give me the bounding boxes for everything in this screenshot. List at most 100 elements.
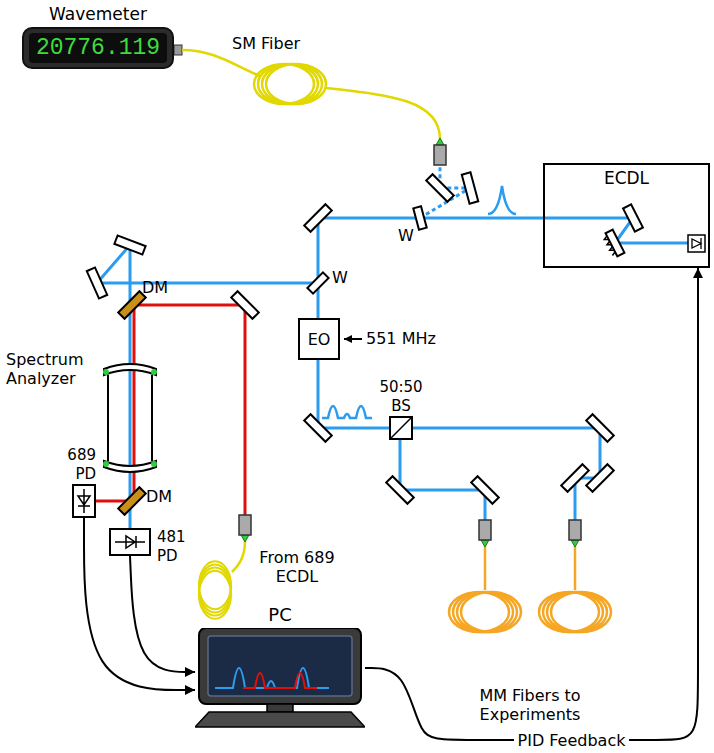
annotation-label: From 689 ECDL [252,548,342,586]
annotation-label: DM [146,487,172,506]
dichroic-mirrors [118,291,146,319]
wavemeter-device: Wavemeter 20776.119 [22,4,174,69]
laser-internals [692,238,701,249]
laser-internals [688,235,705,252]
signal-wire [365,268,698,740]
fiber-coils [254,64,326,104]
laser-box: ECDL [543,163,710,268]
wave-plates [307,206,426,293]
fiber-collimators [434,138,446,165]
wire-label: PID Feedback [514,731,630,750]
label-box: 481 PD [157,528,197,566]
device-title: Wavemeter [22,4,174,25]
wave-plates [307,272,328,293]
fiber-cables [484,546,487,590]
annotation-label: MM Fibers to Experiments [465,686,595,724]
laser-internals [602,230,624,259]
mirrors [304,204,332,232]
dichroic-mirrors [118,487,146,515]
annotation-label: W [332,268,348,287]
cavity-symbol [104,461,156,472]
fiber-coils [199,561,231,619]
cavity-symbol [103,461,109,467]
rf-input-arrow [344,338,362,340]
fiber-coils [449,592,521,632]
mirrors [87,267,107,298]
fiber-collimators [239,138,581,547]
annotation-label: W [398,226,414,245]
laser-beams-blue [400,428,485,520]
mirrors [87,172,614,503]
monitor-symbol [195,628,365,728]
annotation-label: DM [142,278,168,297]
beam-splitter-cube [389,416,413,440]
part-label: 689 PD [62,446,96,484]
pulses [488,186,516,214]
wavemeter-display: 20776.119 [22,27,174,69]
mirrors [561,464,589,492]
monitor-symbol [199,628,361,704]
beam-splitter: 50:50 BS [375,378,427,440]
fiber-collimators [239,515,251,542]
mirrors [471,476,499,504]
mirrors [426,174,454,202]
fiber-cables [232,541,245,572]
laser-beam-red [96,305,245,515]
photodiode: 481 PD [109,528,209,566]
monitor-symbol [208,636,352,696]
photodiode-box [109,528,151,556]
part-label: Spectrum Analyzer [6,350,96,388]
fiber-cables [174,45,575,590]
laser-beams-blue [318,217,543,220]
fiber-collimators [569,520,581,547]
fiber-coils [539,592,611,632]
part-label: 50:50 BS [375,378,427,416]
part-label: 481 PD [157,528,197,566]
photodiode: 689 PD [36,446,96,518]
laser-beams-blue [97,165,600,528]
monitor-symbol [215,668,329,688]
pulses [322,186,516,418]
fiber-cables [174,45,182,55]
modulator-box: EO [298,318,340,360]
laser-beams-blue [97,245,318,528]
mirrors [586,414,614,442]
splitter-diagonal [391,418,411,438]
cavity-symbol [151,369,157,375]
monitor-symbol [195,712,365,727]
wave-plates [413,206,426,229]
photodiode-box [72,484,96,518]
splitter-diagonal [391,418,411,438]
laser-beams-blue [420,165,470,218]
part-label: PC [195,604,365,626]
diode-symbol [74,486,94,516]
mirrors [231,291,259,319]
display-reading: 20776.119 [29,33,167,63]
fiber-coils [199,64,611,632]
signal-wire [130,556,195,672]
mirrors [114,235,145,254]
annotation-label: SM Fiber [232,34,300,53]
cavity-symbol [104,364,156,375]
fiber-cables [182,50,260,76]
fiber-cables [326,88,440,139]
fiber-cables [574,546,577,590]
box-label: EO [308,330,331,349]
mirrors [586,464,614,492]
diode-symbol [111,530,149,554]
box-label: ECDL [545,167,708,189]
mirrors [386,476,414,504]
cavity-symbol [151,461,157,467]
fiber-collimators [479,520,491,547]
diode-symbol [78,489,90,513]
laser-internals [623,204,643,231]
cavity-symbol [108,375,152,461]
mirrors [462,172,478,203]
annotation-label: 551 MHz [366,329,436,348]
diode-symbol [115,536,145,548]
cavity-symbol [103,369,109,375]
computer: PC [195,604,365,728]
mirrors [304,414,332,442]
cavity-symbol [90,355,170,480]
pulses [322,406,372,418]
